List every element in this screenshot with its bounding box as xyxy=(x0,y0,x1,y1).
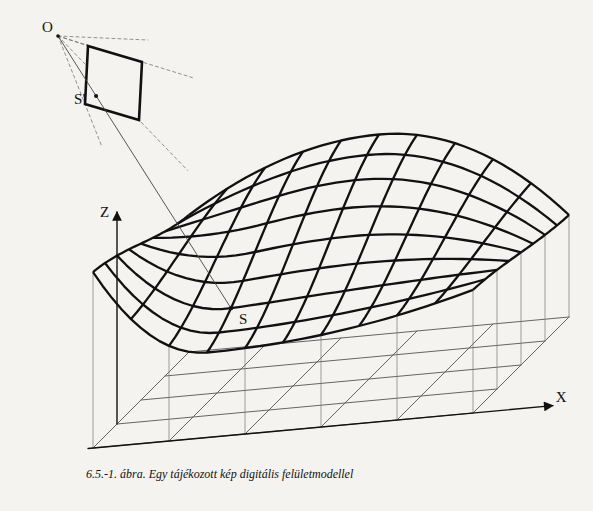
surface-mesh-line xyxy=(473,215,569,290)
z-axis xyxy=(116,212,117,424)
figure-caption: 6.5.-1. ábra. Egy tájékozott kép digitál… xyxy=(86,468,353,480)
surface-mesh-line xyxy=(177,154,557,225)
surface-mesh-line xyxy=(165,179,545,235)
base-grid-line xyxy=(165,341,545,376)
surface-point xyxy=(229,306,233,310)
vertical-post-line xyxy=(169,346,170,441)
surface-mesh-line xyxy=(117,256,497,310)
point-label: S xyxy=(239,312,247,327)
projection-ray xyxy=(58,36,148,40)
base-grid-line xyxy=(141,365,521,400)
projection-ray xyxy=(58,36,188,170)
surface-mesh-line xyxy=(131,189,227,319)
point-label: S' xyxy=(74,92,85,107)
vertical-post-line xyxy=(569,215,570,317)
vertical-post-line xyxy=(245,348,246,434)
vertical-post-line xyxy=(397,316,398,421)
surface-mesh-line xyxy=(245,141,341,349)
vertical-post-line xyxy=(521,252,522,365)
surface-mesh-line xyxy=(207,152,303,353)
point-label: O xyxy=(42,20,53,35)
axis-label: Z xyxy=(100,205,109,220)
surface-mesh-line xyxy=(283,135,379,343)
vertical-post-line xyxy=(473,290,474,413)
image-point xyxy=(94,94,98,98)
surface-mesh-line xyxy=(169,168,265,346)
vertical-post-line xyxy=(545,235,546,341)
surface-mesh-line xyxy=(321,135,417,335)
x-axis xyxy=(88,406,553,449)
vertical-post-line xyxy=(497,270,498,389)
vertical-post-line xyxy=(93,272,94,448)
vertical-post-line xyxy=(321,335,322,427)
surface-mesh-line xyxy=(93,215,189,272)
surface-mesh-line xyxy=(153,206,533,244)
image-frame xyxy=(85,46,142,120)
projection-line xyxy=(58,36,231,308)
base-grid-line xyxy=(117,389,497,424)
surface-mesh-line xyxy=(435,183,531,303)
axis-label: X xyxy=(556,390,567,405)
surface-mesh-line xyxy=(189,134,569,215)
projection-center xyxy=(56,34,60,38)
